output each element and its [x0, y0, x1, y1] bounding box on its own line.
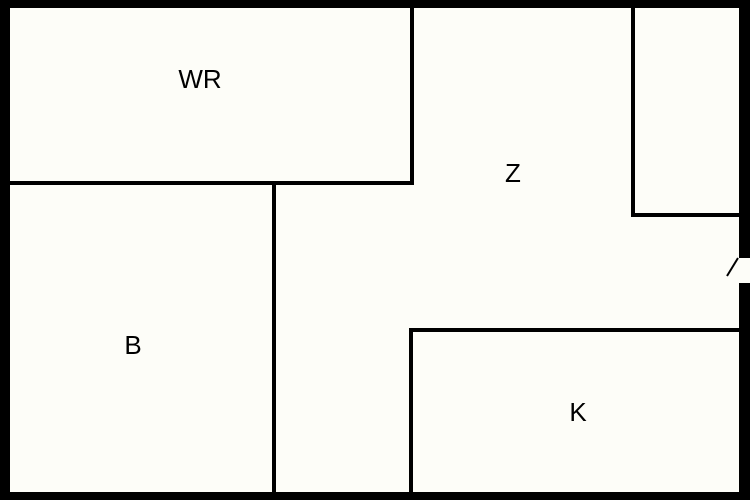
entrance-door-swing [726, 257, 739, 277]
entrance-door-opening [738, 258, 750, 283]
room-label-wr: WR [178, 64, 221, 94]
room-label-k: K [569, 397, 587, 427]
floor-area [10, 8, 739, 492]
room-label-z: Z [505, 158, 521, 188]
room-label-b: B [124, 330, 141, 360]
